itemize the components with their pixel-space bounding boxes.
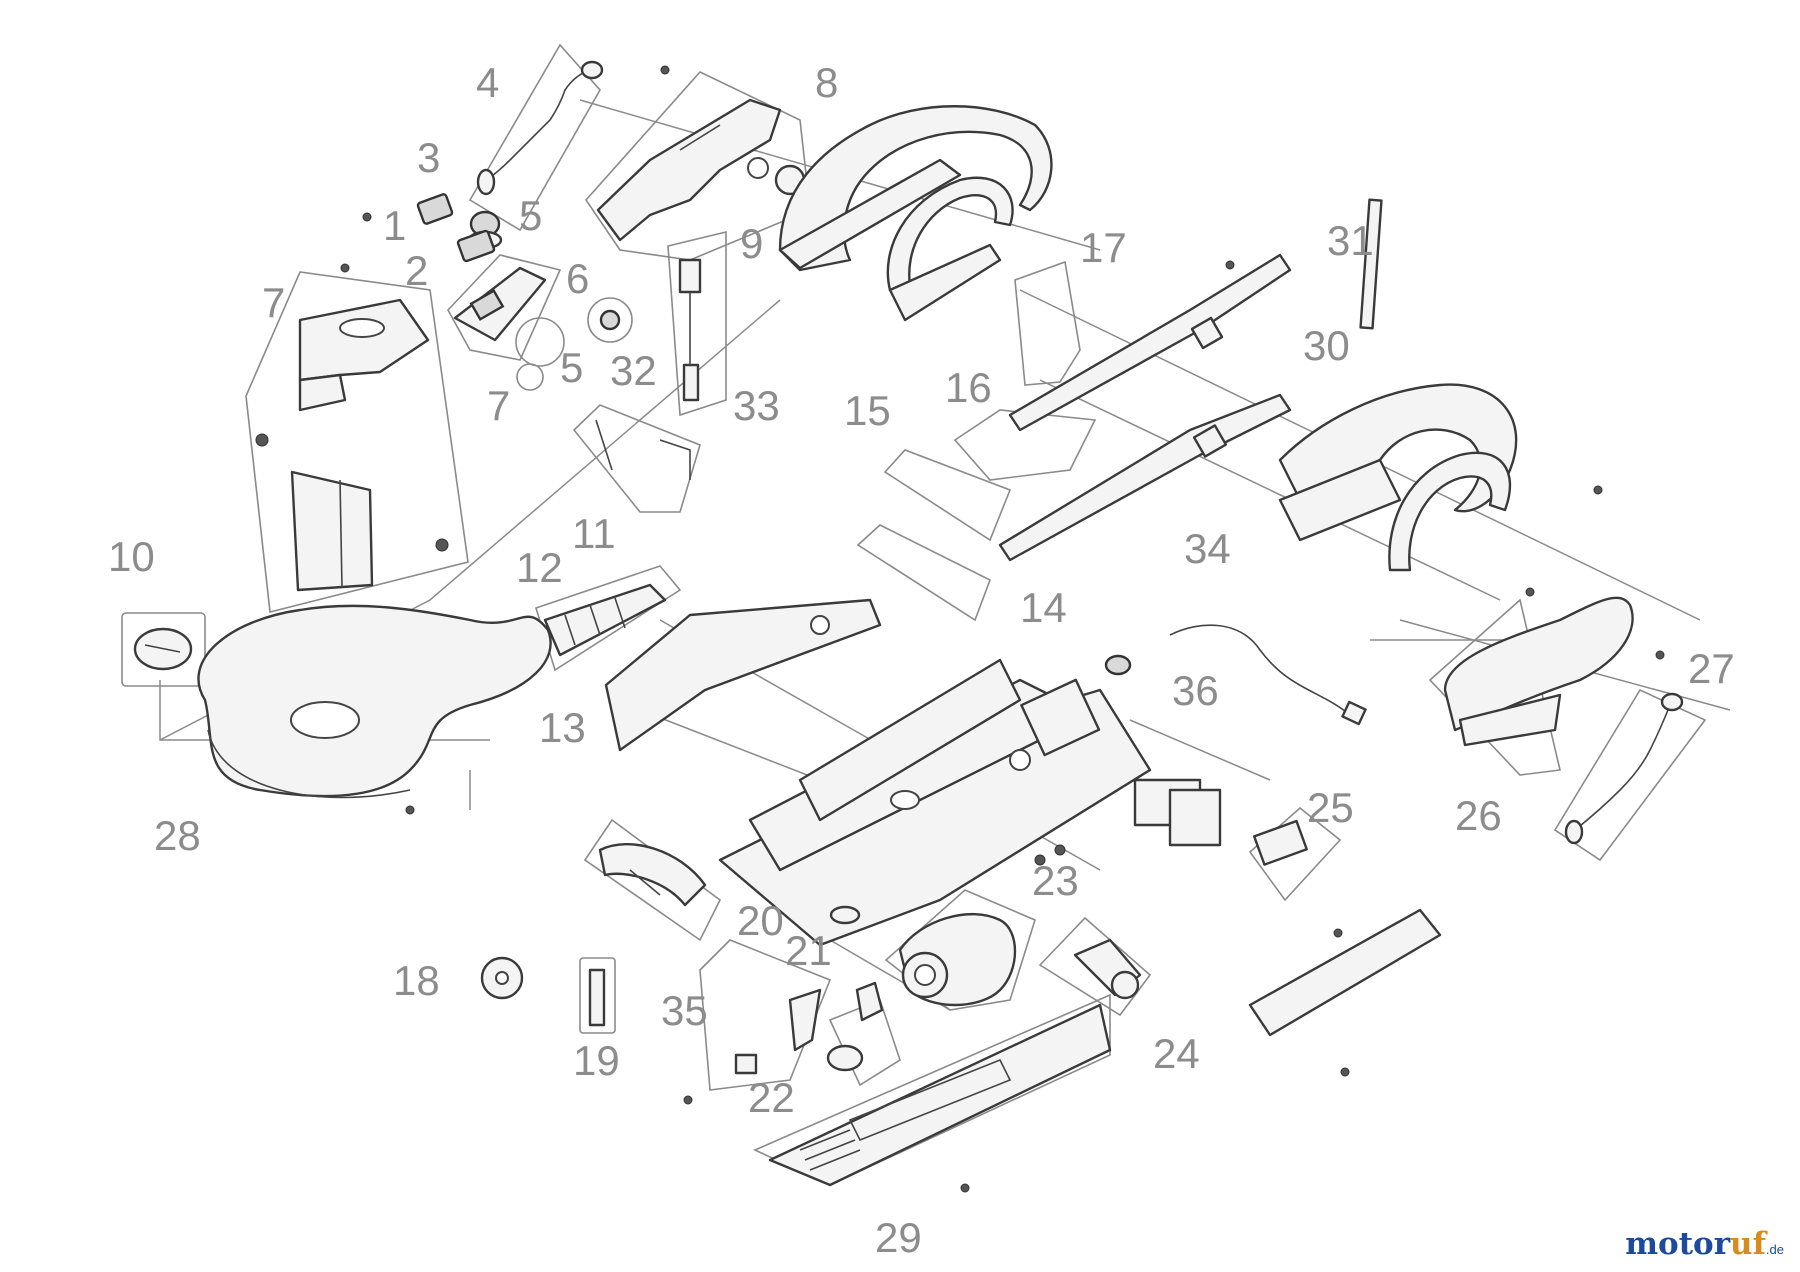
callout-label: 32 (610, 347, 657, 394)
callout-label: 22 (748, 1074, 795, 1121)
upper-clamp-part (596, 98, 806, 242)
callout-label: 35 (661, 987, 708, 1034)
lever-35-part (734, 988, 822, 1075)
table-part (197, 604, 552, 799)
motor-cover-part (255, 298, 449, 592)
switch-parts (416, 193, 496, 263)
callout-label: 25 (1307, 784, 1354, 831)
callout-label: 36 (1172, 667, 1219, 714)
part-21 (855, 981, 884, 1022)
callout-label: 31 (1327, 217, 1374, 264)
callout-label: 9 (740, 220, 763, 267)
table-insert-part (133, 627, 193, 671)
bushing-part (599, 309, 621, 331)
rail-12-part (543, 583, 667, 657)
callout-label: 27 (1688, 645, 1735, 692)
bracket-19-part (588, 968, 606, 1027)
callout-label: 1 (383, 202, 406, 249)
tilt-scale-part (598, 843, 707, 907)
allen-wrench-part (595, 419, 691, 480)
logo-accent: uf (1730, 1226, 1766, 1262)
tilt-knob-part (480, 956, 524, 1000)
callout-label: 17 (1080, 224, 1127, 271)
callout-label: 7 (487, 382, 510, 429)
callout-label: 13 (539, 704, 586, 751)
upper-arm-part (778, 105, 1053, 322)
callout-labels: 1 2 3 4 5 5 6 7 7 8 9 10 11 12 13 14 15 … (108, 59, 1735, 1261)
housing-26-part (1443, 596, 1634, 747)
switch-plate-part (453, 266, 547, 342)
spring-27-part (1564, 692, 1684, 845)
callout-label: 30 (1303, 322, 1350, 369)
motor-part (898, 844, 1066, 1007)
callout-label: 7 (262, 279, 285, 326)
logo-main: motor (1625, 1226, 1731, 1262)
bottom-plate-part (768, 1003, 1112, 1187)
group-outlines (121, 43, 1707, 1186)
callout-label: 6 (566, 255, 589, 302)
spring-part (476, 60, 604, 196)
callout-label: 8 (815, 59, 838, 106)
part-22 (826, 1044, 864, 1072)
screws (340, 65, 1665, 1193)
callout-label: 16 (945, 364, 992, 411)
callout-label: 12 (516, 544, 563, 591)
switch-box-part (1133, 778, 1308, 866)
callout-label: 15 (844, 387, 891, 434)
callout-label: 23 (1032, 857, 1079, 904)
callout-label: 11 (572, 510, 616, 557)
callout-label: 18 (393, 957, 440, 1004)
right-frame-part (1278, 383, 1518, 572)
callout-label: 2 (405, 247, 428, 294)
callout-label: 10 (108, 533, 155, 580)
blade-part (1359, 198, 1383, 330)
callout-label: 21 (785, 927, 832, 974)
arm-30-part (998, 393, 1292, 562)
callout-label: 5 (519, 192, 542, 239)
callout-label: 26 (1455, 792, 1502, 839)
callout-label: 33 (733, 382, 780, 429)
callout-label: 19 (573, 1037, 620, 1084)
bracket-part (678, 258, 702, 402)
callout-label: 29 (875, 1214, 922, 1261)
callout-label: 5 (560, 344, 583, 391)
arm-31-part (1008, 253, 1292, 432)
callout-label: 14 (1020, 584, 1067, 631)
side-plate-part (1248, 908, 1442, 1037)
callout-label: 4 (476, 59, 499, 106)
base-part (718, 658, 1152, 947)
rail-13-part (604, 598, 882, 752)
power-cord-part (1104, 624, 1367, 726)
callout-label: 3 (417, 134, 440, 181)
callout-label: 20 (737, 897, 784, 944)
callout-label: 28 (154, 812, 201, 859)
callout-label: 34 (1184, 525, 1231, 572)
logo-tld: .de (1765, 1242, 1784, 1257)
fan-housing-part (1073, 938, 1142, 1000)
callout-label: 24 (1153, 1030, 1200, 1077)
watermark-logo: motoruf.de (1625, 1226, 1784, 1262)
